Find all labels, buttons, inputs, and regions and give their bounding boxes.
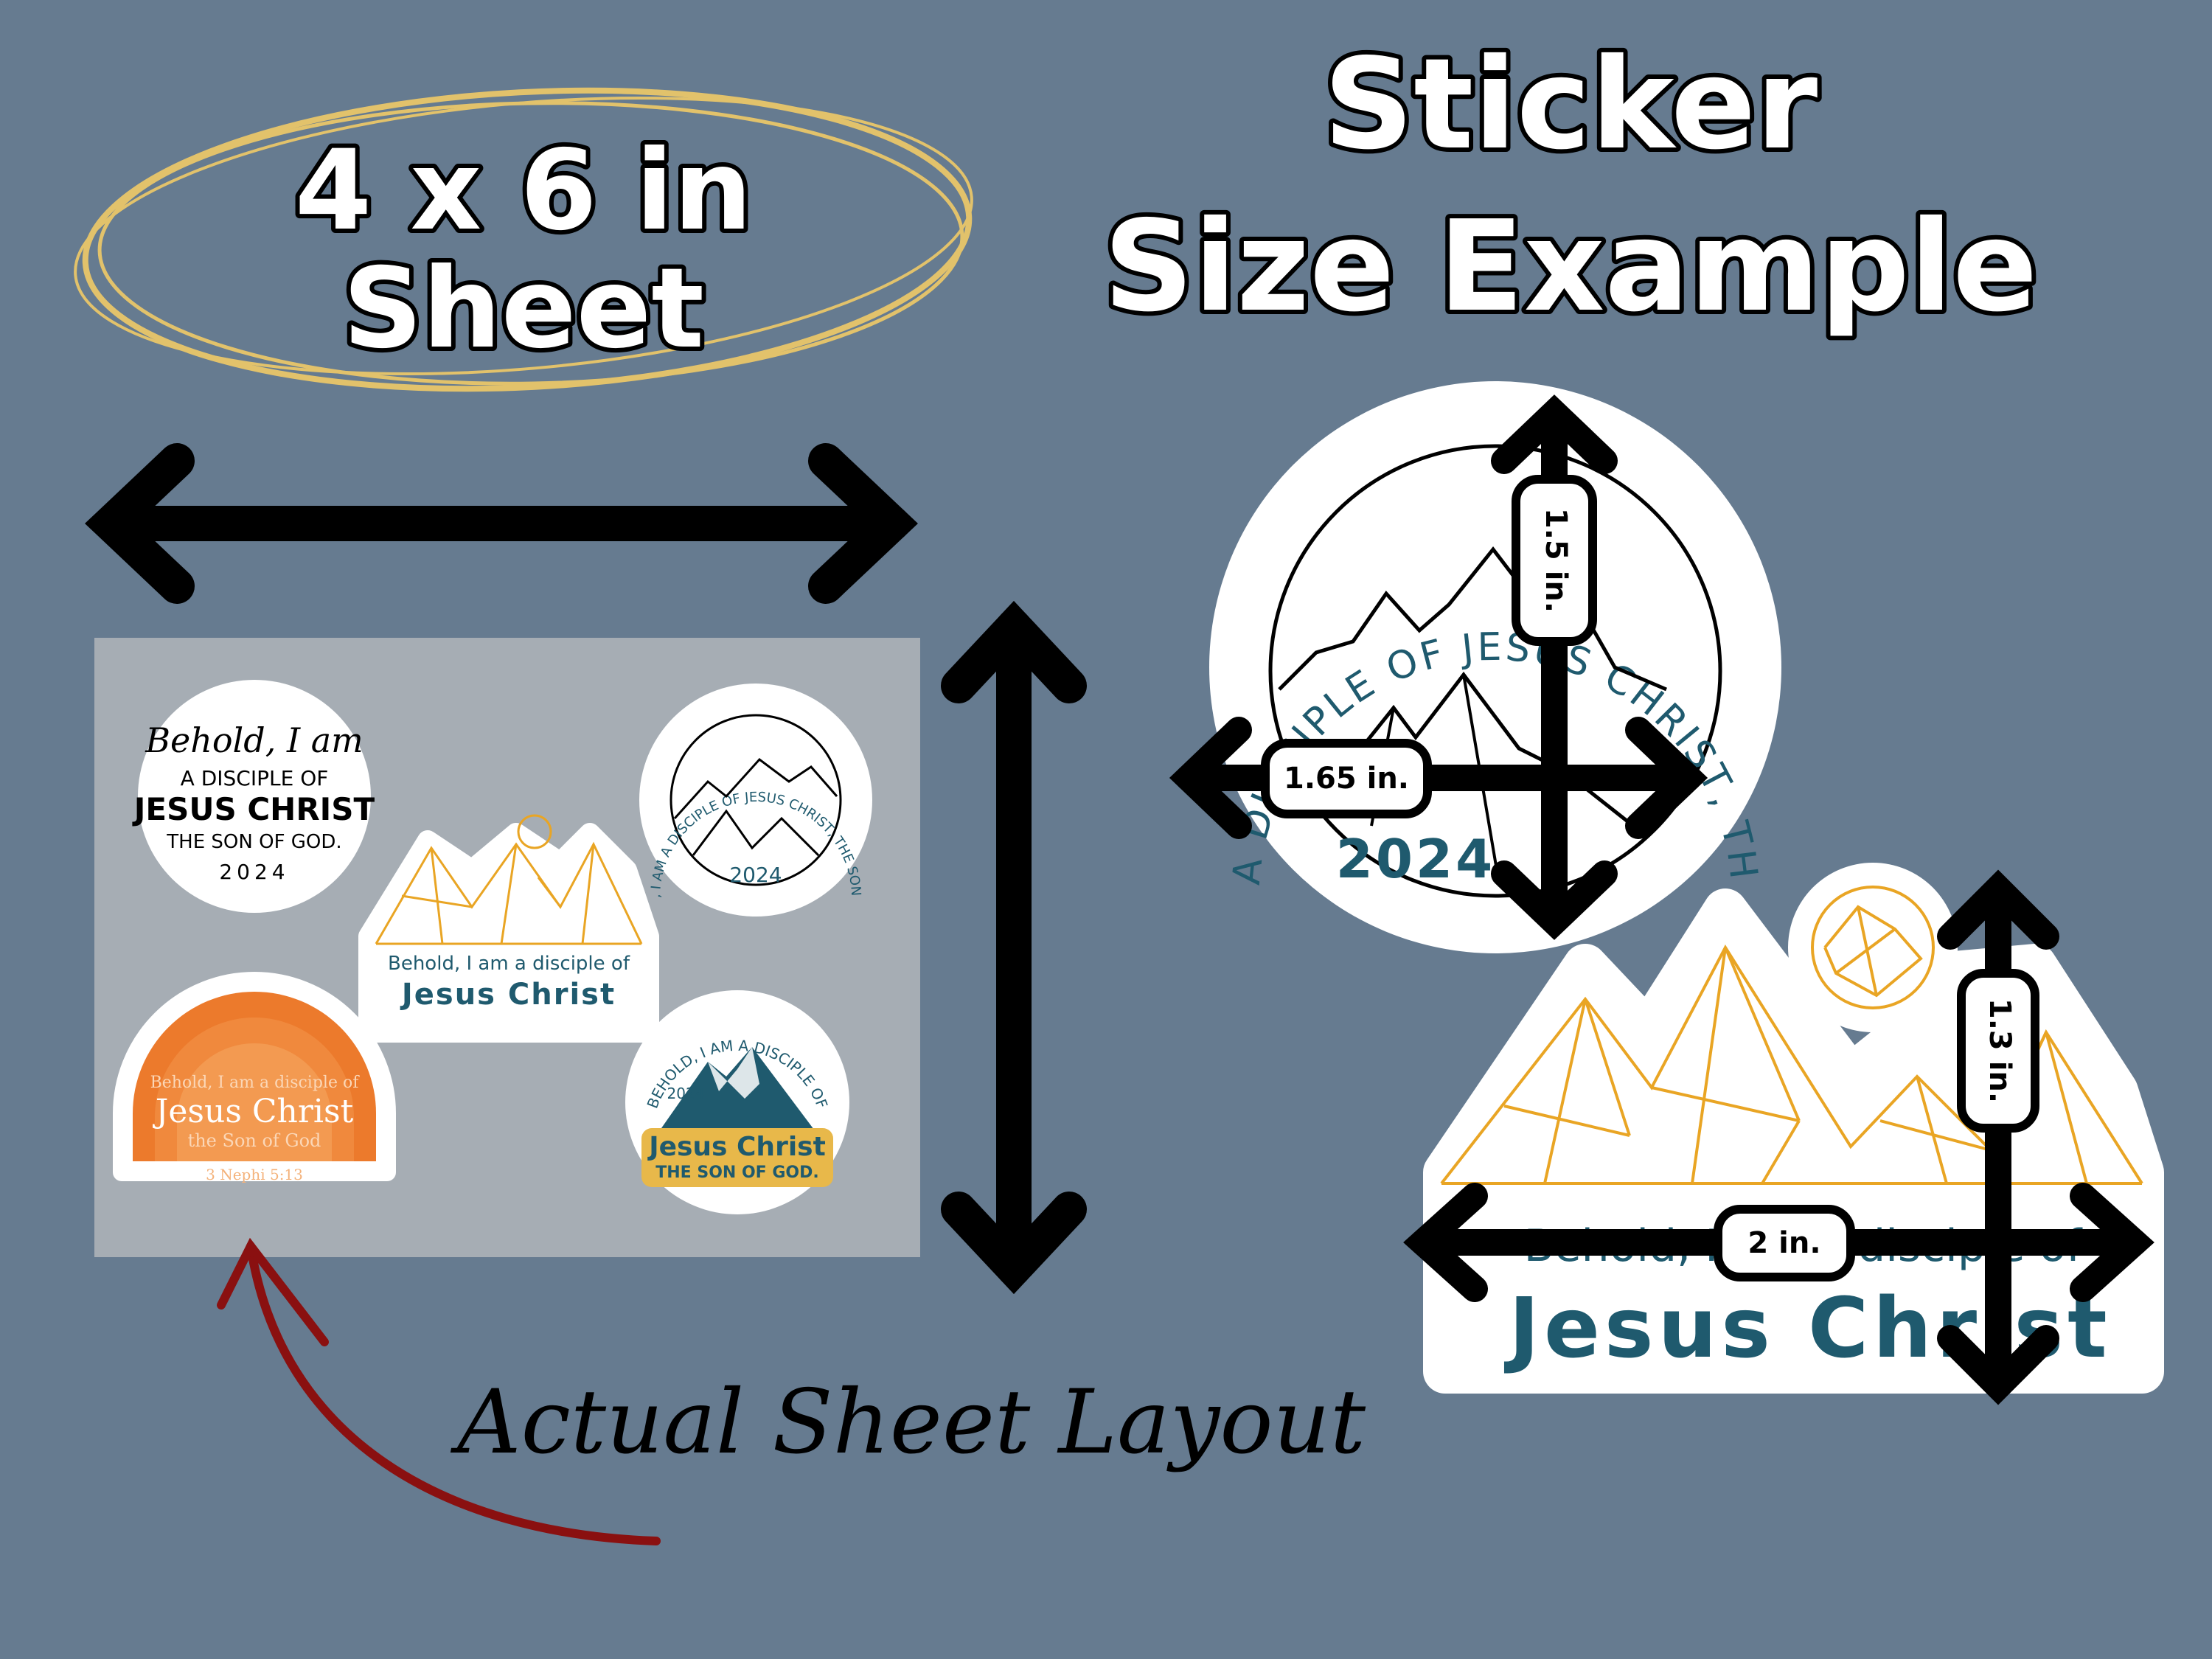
sticker-arch-ref: 3 Nephi 5:13	[206, 1166, 303, 1183]
sticker-arch-line3: the Son of God	[188, 1130, 321, 1151]
mountain-height-pill: 1.3 in.	[1957, 969, 2039, 1133]
sticker-behold-line1: A DISCIPLE OF	[181, 766, 329, 790]
example-circle-year: 2024	[1336, 828, 1495, 890]
sheet-size-line1: 4 x 6 in	[295, 127, 752, 255]
mountain-width-label: 2 in.	[1747, 1226, 1820, 1260]
sheet-layout-label: Actual Sheet Layout	[450, 1371, 1366, 1474]
sticker-badge-line1: Jesus Christ	[647, 1132, 826, 1162]
title-line2: Size Example	[1103, 194, 2037, 340]
circle-width-label: 1.65 in.	[1284, 762, 1409, 796]
sticker-badge-line2: THE SON OF GOD.	[655, 1164, 819, 1182]
sticker-mountains-line2: Jesus Christ	[400, 978, 616, 1012]
double-arrow-horizontal-icon	[85, 443, 918, 604]
sticker-behold-line3: THE SON OF GOD.	[166, 831, 341, 853]
sun-icon	[517, 814, 552, 849]
sticker-arch-line1: Behold, I am a disciple of	[150, 1074, 361, 1092]
sticker-badge-year: 2024	[667, 1085, 705, 1102]
sticker-ring-year: 2024	[729, 863, 782, 887]
sticker-mountains-small: Behold, I am a disciple of Jesus Christ	[358, 814, 659, 1043]
mountain-width-pill: 2 in.	[1714, 1205, 1855, 1281]
sheet-size-heading: 4 x 6 in Sheet	[74, 87, 973, 392]
sticker-orange-arch: Behold, I am a disciple of Jesus Christ …	[113, 972, 396, 1183]
curved-arrow-icon	[217, 1237, 661, 1545]
circle-height-label: 1.5 in.	[1539, 508, 1573, 613]
circle-width-pill: 1.65 in.	[1261, 739, 1432, 818]
sticker-behold-year: 2024	[219, 860, 289, 884]
sticker-mountains-line1: Behold, I am a disciple of	[388, 953, 630, 975]
sticker-behold-script: Behold, I am	[145, 720, 364, 760]
mountain-icon	[375, 841, 643, 945]
sticker-arch-line2: Jesus Christ	[153, 1093, 354, 1130]
mountain-height-label: 1.3 in.	[1983, 998, 2017, 1103]
page-title: Sticker Size Example	[1099, 27, 2042, 344]
sticker-peak-badge: BEHOLD, I AM A DISCIPLE OF 2024 Jesus Ch…	[625, 990, 849, 1214]
sheet-size-line2: Sheet	[343, 245, 704, 373]
title-line1: Sticker	[1324, 32, 1818, 178]
sticker-behold-line2: JESUS CHRIST	[132, 791, 375, 827]
circle-height-pill: 1.5 in.	[1512, 475, 1597, 646]
double-arrow-vertical-icon	[941, 600, 1087, 1295]
sticker-behold-circle: Behold, I am A DISCIPLE OF JESUS CHRIST …	[132, 680, 375, 913]
sun-icon	[1811, 886, 1935, 1009]
